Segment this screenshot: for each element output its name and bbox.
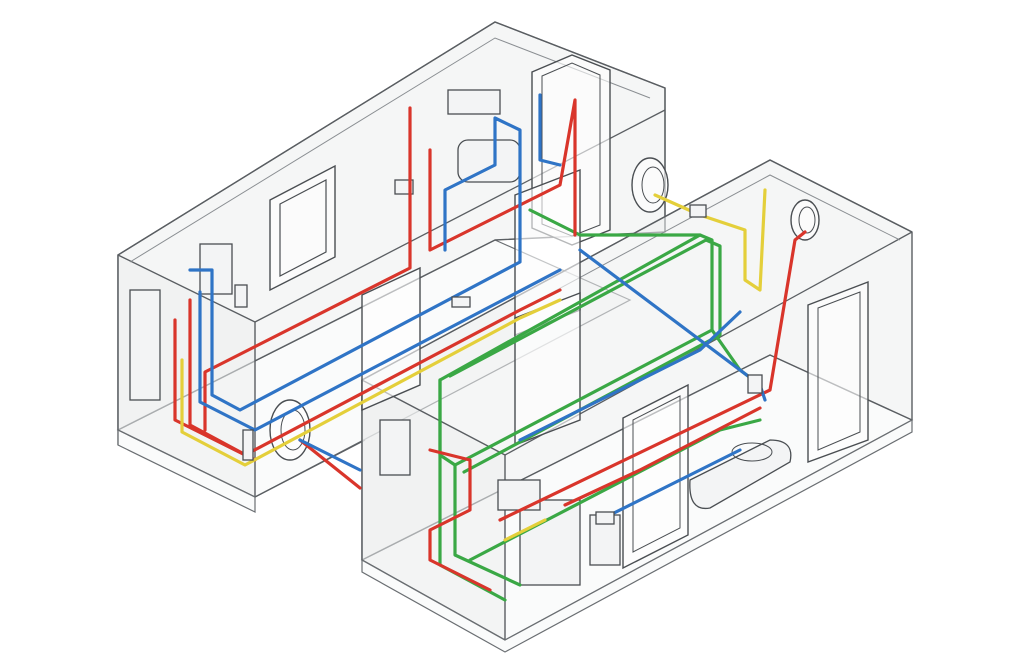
left-building-slab bbox=[117, 429, 256, 513]
red-pipe bbox=[188, 298, 257, 462]
bathtub-icon bbox=[689, 439, 792, 510]
right-building-roof-edge bbox=[361, 159, 913, 381]
red-pipe bbox=[203, 106, 412, 432]
utility-cabinet bbox=[519, 499, 581, 586]
right-building bbox=[360, 159, 914, 653]
water-heater-icon bbox=[457, 139, 521, 183]
vent-fan-icon bbox=[631, 157, 669, 213]
door-icon bbox=[361, 168, 581, 447]
yellow-pipe bbox=[180, 298, 562, 467]
vent-fan-icon bbox=[790, 199, 820, 241]
blue-pipe bbox=[518, 310, 742, 442]
red-pipe bbox=[428, 448, 492, 592]
red-pipe bbox=[298, 438, 362, 490]
blue-pipe bbox=[188, 116, 522, 412]
green-pipe bbox=[528, 208, 702, 237]
door-icon bbox=[622, 383, 689, 570]
valve-icon bbox=[234, 204, 763, 525]
right-building-slab bbox=[361, 418, 913, 653]
blue-pipe bbox=[598, 448, 742, 522]
wall-bracket bbox=[447, 89, 501, 115]
red-pipe-run bbox=[173, 98, 807, 592]
red-pipe bbox=[428, 98, 577, 252]
window-icon bbox=[269, 164, 336, 292]
red-pipe bbox=[563, 406, 762, 507]
utility-cabinet bbox=[379, 419, 411, 476]
door-icon bbox=[807, 280, 869, 464]
red-pipe bbox=[498, 230, 807, 522]
blue-pipe bbox=[538, 93, 562, 167]
utility-cabinet bbox=[129, 289, 161, 401]
green-pipe bbox=[448, 238, 722, 474]
left-building-base-edge bbox=[254, 439, 366, 498]
blue-pipe bbox=[198, 268, 562, 432]
blue-pipe bbox=[298, 438, 362, 472]
yellow-pipe bbox=[503, 518, 547, 542]
green-pipe bbox=[453, 463, 522, 587]
left-building-roof-edge bbox=[117, 21, 666, 256]
